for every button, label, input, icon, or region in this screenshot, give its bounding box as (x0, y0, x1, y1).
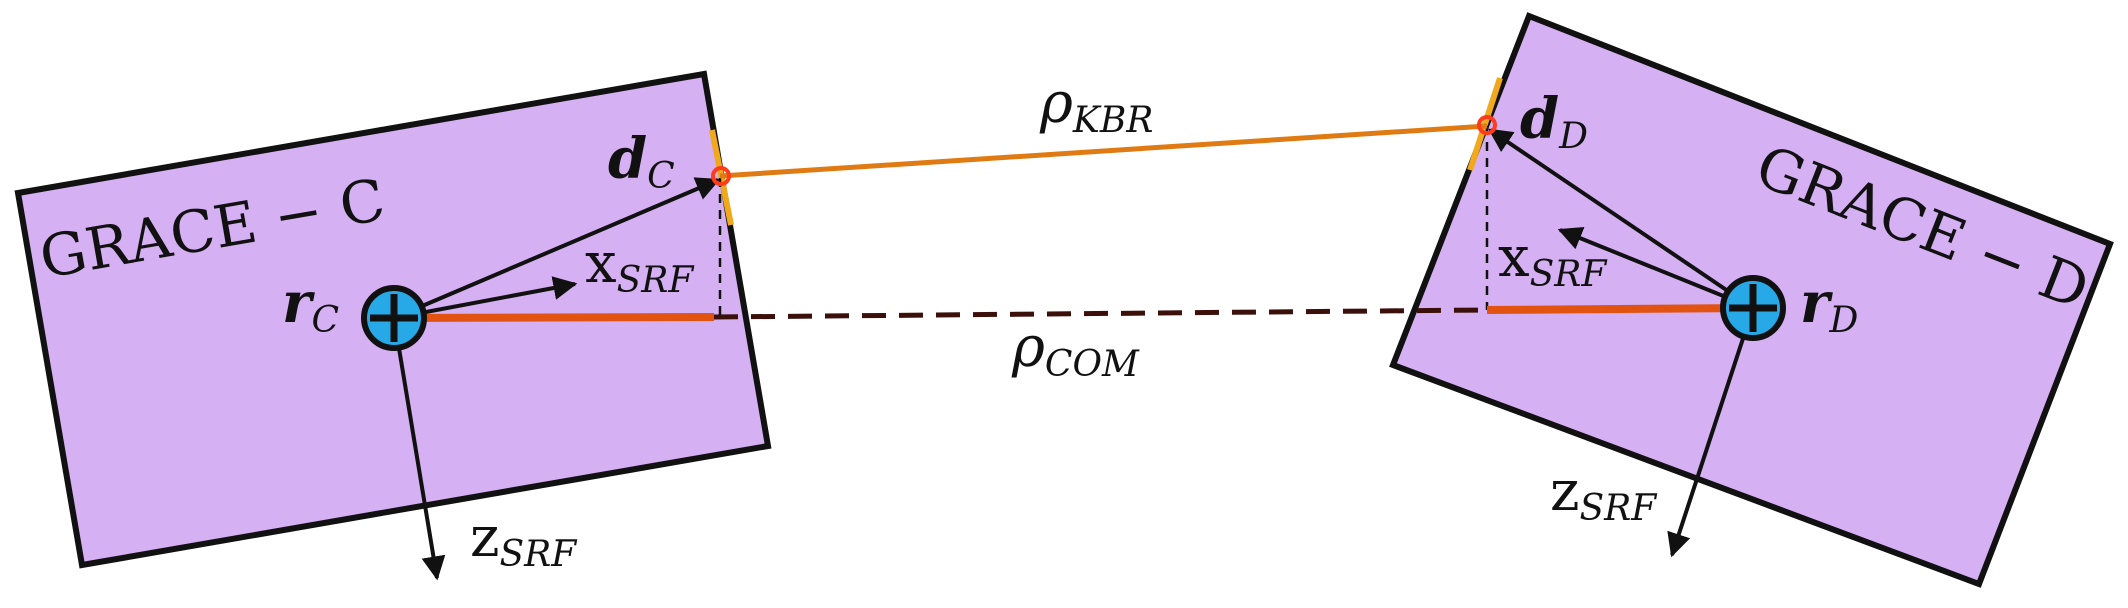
kbr-range-line (719, 123, 1488, 179)
grace-d-z-axis-arrow (1667, 307, 1755, 558)
grace-d-z-axis-label: zSRF (1550, 459, 1658, 529)
kbr-range-label: ρKBR (1039, 71, 1153, 141)
com-range-line (713, 307, 1488, 320)
grace-d-offset-bar (1486, 304, 1754, 314)
grace-c-antenna-label: dC (608, 126, 675, 197)
grace-c-z-axis-label: zSRF (470, 505, 578, 575)
grace-d-x-axis-label: xSRF (1498, 225, 1608, 295)
crosshair-plus-icon (1720, 275, 1786, 341)
com-range-label: ρCOM (1011, 315, 1140, 385)
grace-d-antenna-point (1477, 115, 1497, 135)
grace-c-x-axis-label: xSRF (585, 231, 695, 301)
grace-d-x-axis-arrow (1557, 226, 1754, 310)
grace-d-position-label: rD (1800, 270, 1859, 341)
grace-c-position-label: rC (282, 270, 339, 341)
crosshair-plus-icon (361, 285, 427, 351)
grace-c-antenna-point (711, 166, 731, 186)
grace-c-z-axis-arrow (392, 317, 446, 581)
grace-d-antenna-label: dD (1520, 86, 1588, 157)
grace-c-offset-bar (393, 313, 715, 322)
grace-c-antenna-vector (393, 177, 721, 320)
grace-d-antenna-vector (1488, 128, 1755, 310)
